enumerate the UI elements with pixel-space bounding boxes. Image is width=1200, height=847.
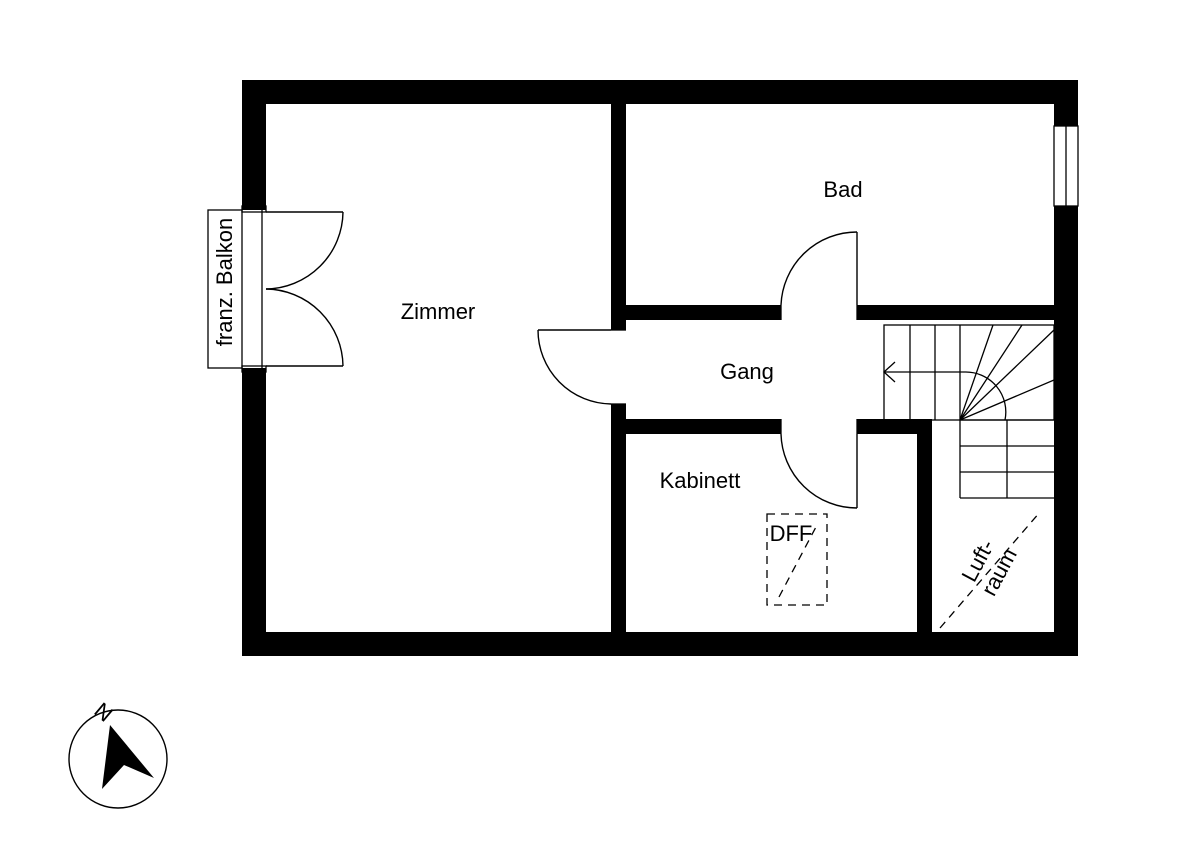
- zimmer-door: [537, 329, 626, 405]
- room-label-zimmer: Zimmer: [401, 299, 476, 324]
- bad-door: [780, 231, 858, 320]
- interior-walls: [611, 104, 1054, 632]
- balcony-double-door: [265, 211, 344, 367]
- kabinett-door: [780, 419, 858, 509]
- dff-label: DFF: [770, 521, 813, 546]
- luftraum-label: Luft- raum: [956, 535, 1021, 600]
- compass-north-label: N: [89, 697, 117, 726]
- balcony-label: franz. Balkon: [212, 218, 237, 346]
- roof-window-dff: [766, 513, 828, 606]
- staircase: [883, 324, 1055, 499]
- compass-circle: [68, 709, 168, 809]
- room-label-kabinett: Kabinett: [660, 468, 741, 493]
- room-label-bad: Bad: [823, 177, 862, 202]
- compass-needle-icon: [102, 725, 154, 789]
- bad-window: [1053, 125, 1079, 207]
- room-label-gang: Gang: [720, 359, 774, 384]
- luftraum-void: [939, 511, 1041, 629]
- outer-walls: [242, 80, 1078, 656]
- compass: N: [68, 697, 168, 809]
- french-balcony: [207, 205, 267, 373]
